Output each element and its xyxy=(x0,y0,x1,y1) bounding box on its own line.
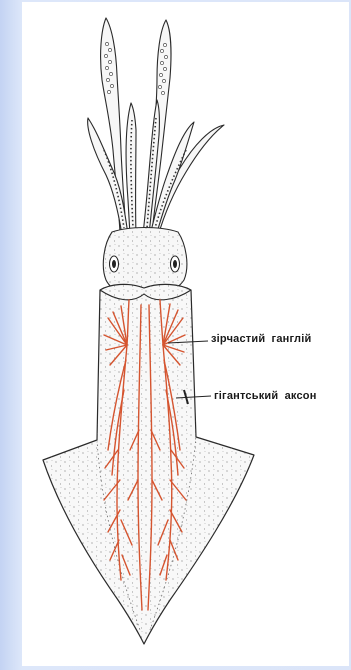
stellate-ganglion-label: зірчастий ганглій xyxy=(211,333,311,345)
giant-axon-label: гігантський аксон xyxy=(214,390,317,402)
